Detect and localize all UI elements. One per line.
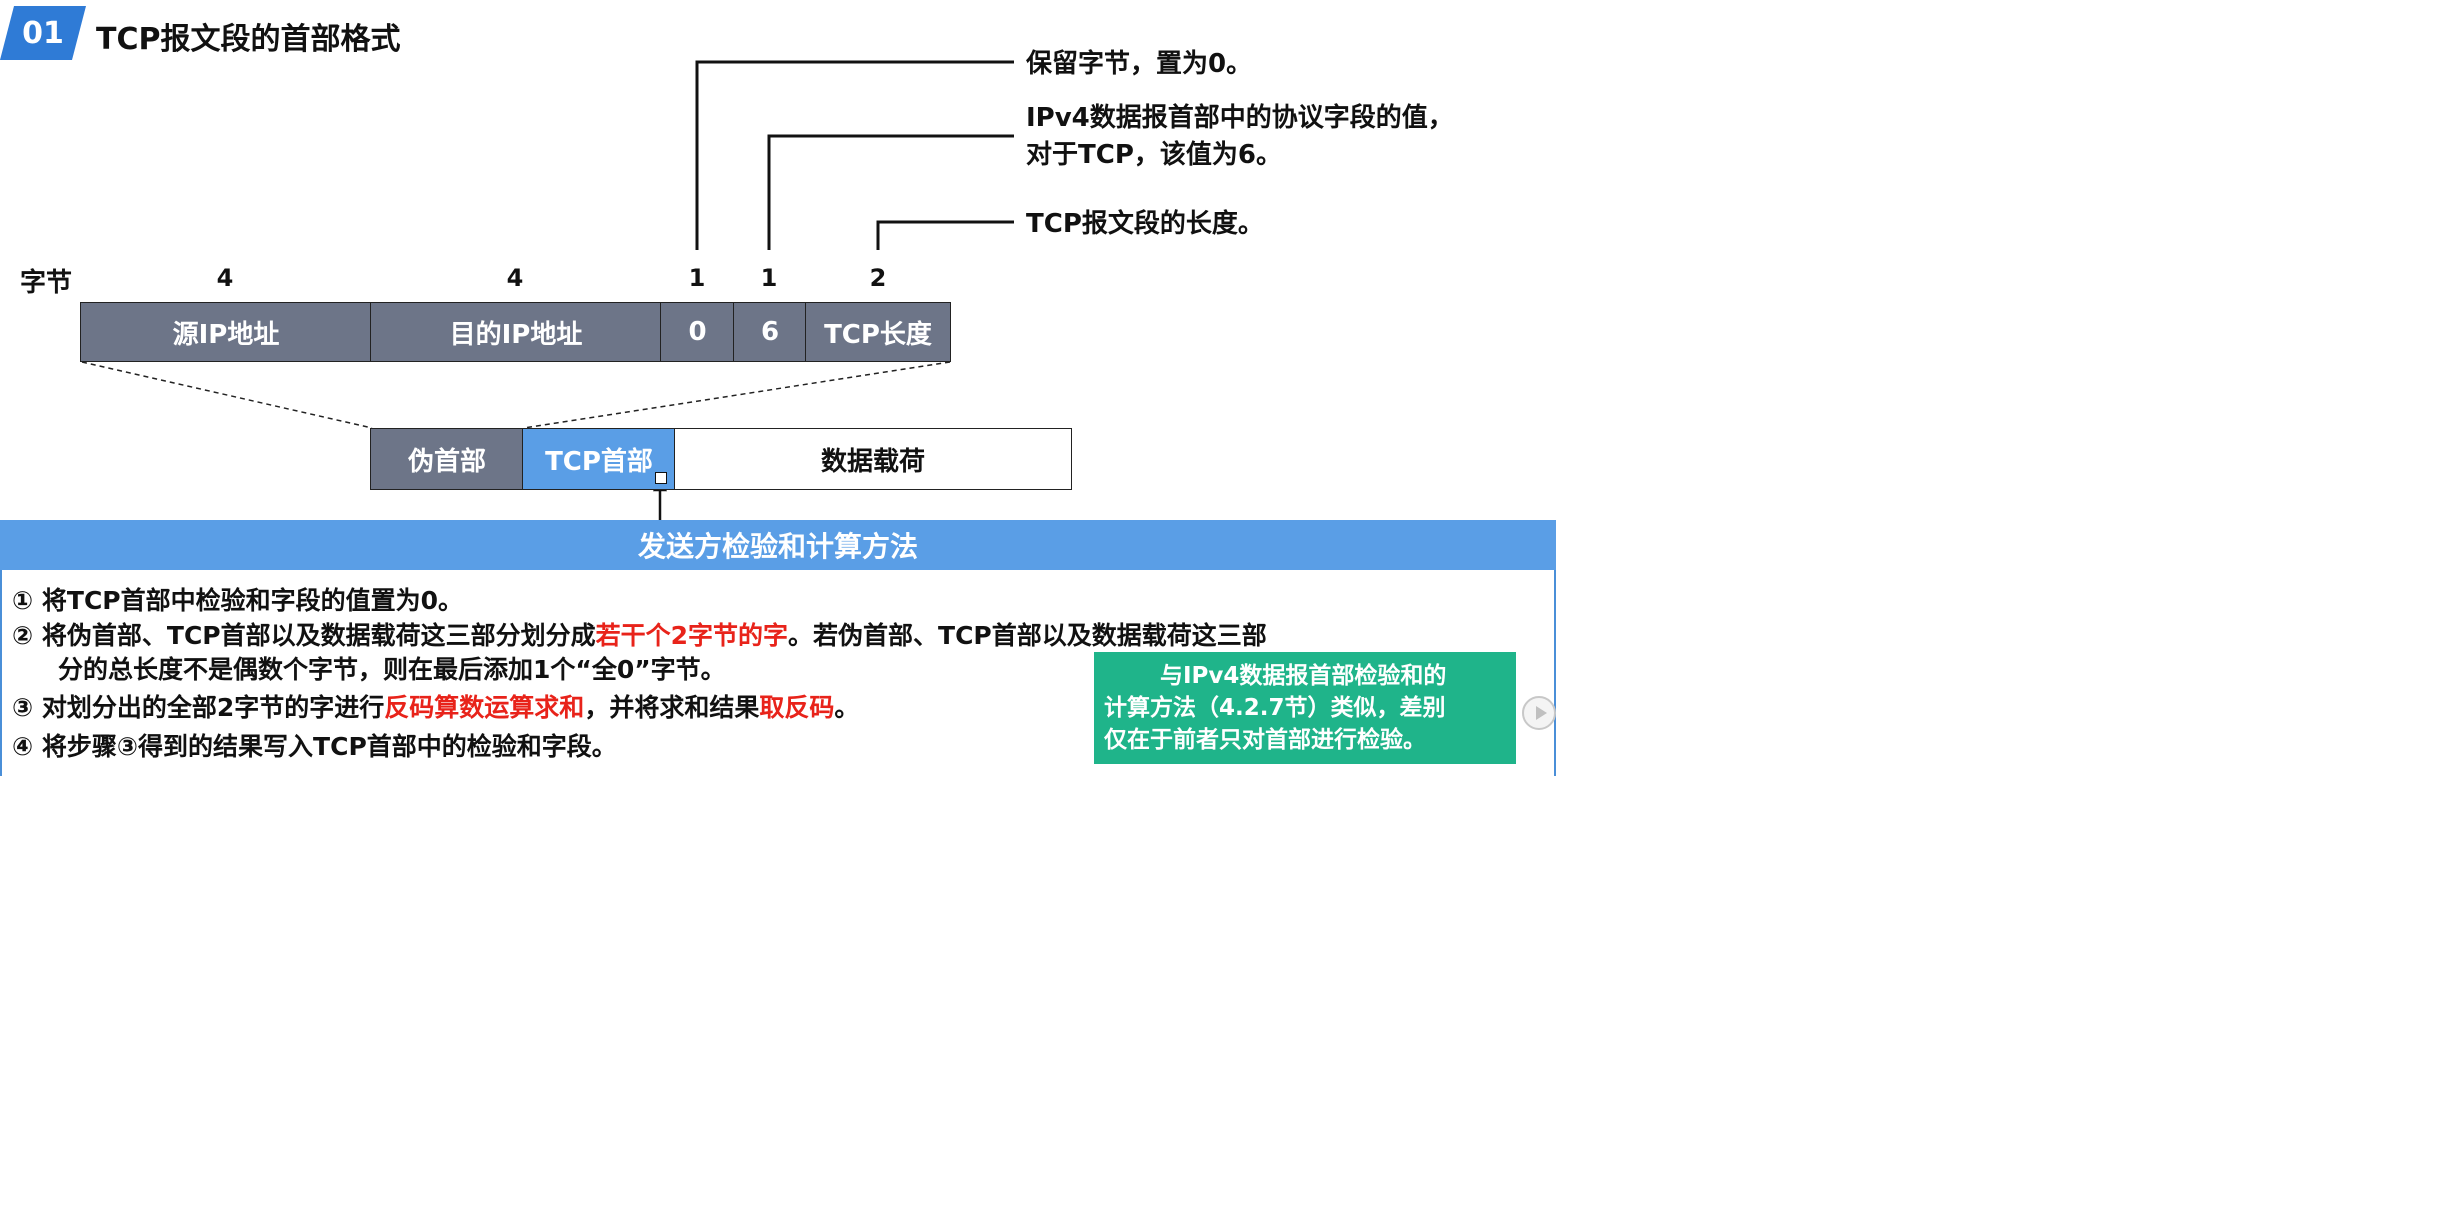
comparison-note-line2: 计算方法（4.2.7节）类似，差别 [1104,695,1446,721]
byte-count-reserved: 1 [688,264,706,292]
step-1-text: 将TCP首部中检验和字段的值置为0。 [41,586,464,615]
callout-line-length [876,220,1014,250]
step-2: ② 将伪首部、TCP首部以及数据载荷这三部分划分成若干个2字节的字。若伪首部、T… [12,618,1267,654]
step-2-line2: 分的总长度不是偶数个字节，则在最后添加1个“全0”字节。 [58,655,726,684]
annotation-protocol-line2: 对于TCP，该值为6。 [1026,140,1282,170]
callout-line-protocol [767,134,1014,250]
comparison-note-line1: 与IPv4数据报首部检验和的 [1160,663,1447,689]
callout-lines [81,60,1014,520]
step-3-text-post: 。 [834,693,860,722]
step-4-text: 将步骤③得到的结果写入TCP首部中的检验和字段。 [41,732,617,761]
annotation-length: TCP报文段的长度。 [1026,209,1264,239]
segment-payload: 数据载荷 [674,428,1072,490]
method-panel-heading: 发送方检验和计算方法 [0,520,1556,570]
annotation-reserved: 保留字节，置为0。 [1026,49,1253,79]
step-1-number: ① [12,586,34,615]
dash-line-right [523,361,951,429]
annotation-protocol-line1: IPv4数据报首部中的协议字段的值， [1026,103,1454,133]
step-2-number: ② [12,621,34,650]
step-4-number: ④ [12,732,34,761]
byte-count-length: 2 [869,264,887,292]
callout-line-reserved [695,60,1014,250]
byte-count-dst-ip: 4 [506,264,524,292]
byte-count-protocol: 1 [760,264,778,292]
field-dst-ip: 目的IP地址 [370,302,662,362]
step-3-text-pre: 对划分出的全部2字节的字进行 [41,693,385,722]
step-2-highlight: 若干个2字节的字 [595,621,789,650]
play-icon[interactable] [1522,696,1556,730]
checksum-field-marker [655,472,667,484]
field-src-ip: 源IP地址 [80,302,372,362]
field-tcp-length: TCP长度 [805,302,951,362]
dash-line-left [81,361,373,429]
step-3-number: ③ [12,693,34,722]
step-3-text-mid: ，并将求和结果 [584,693,760,722]
field-protocol: 6 [733,302,807,362]
section-number-badge: 01 [0,6,86,60]
step-1: ① 将TCP首部中检验和字段的值置为0。 [12,583,463,619]
step-2-text-post: 。若伪首部、TCP首部以及数据载荷这三部 [788,621,1267,650]
segment-tcp-header: TCP首部 [522,428,676,490]
comparison-note: 与IPv4数据报首部检验和的 计算方法（4.2.7节）类似，差别 仅在于前者只对… [1094,652,1516,764]
step-4: ④ 将步骤③得到的结果写入TCP首部中的检验和字段。 [12,729,617,765]
step-3-highlight-sum: 反码算数运算求和 [384,693,585,722]
step-2-text-pre: 将伪首部、TCP首部以及数据载荷这三部分划分成 [41,621,596,650]
bytes-label: 字节 [20,268,73,298]
comparison-note-line3: 仅在于前者只对首部进行检验。 [1104,727,1426,753]
segment-pseudo-header: 伪首部 [370,428,524,490]
byte-count-src-ip: 4 [216,264,234,292]
step-3: ③ 对划分出的全部2字节的字进行反码算数运算求和，并将求和结果取反码。 [12,690,859,726]
field-reserved: 0 [660,302,735,362]
step-3-highlight-complement: 取反码 [759,693,835,722]
page-title: TCP报文段的首部格式 [96,22,401,57]
